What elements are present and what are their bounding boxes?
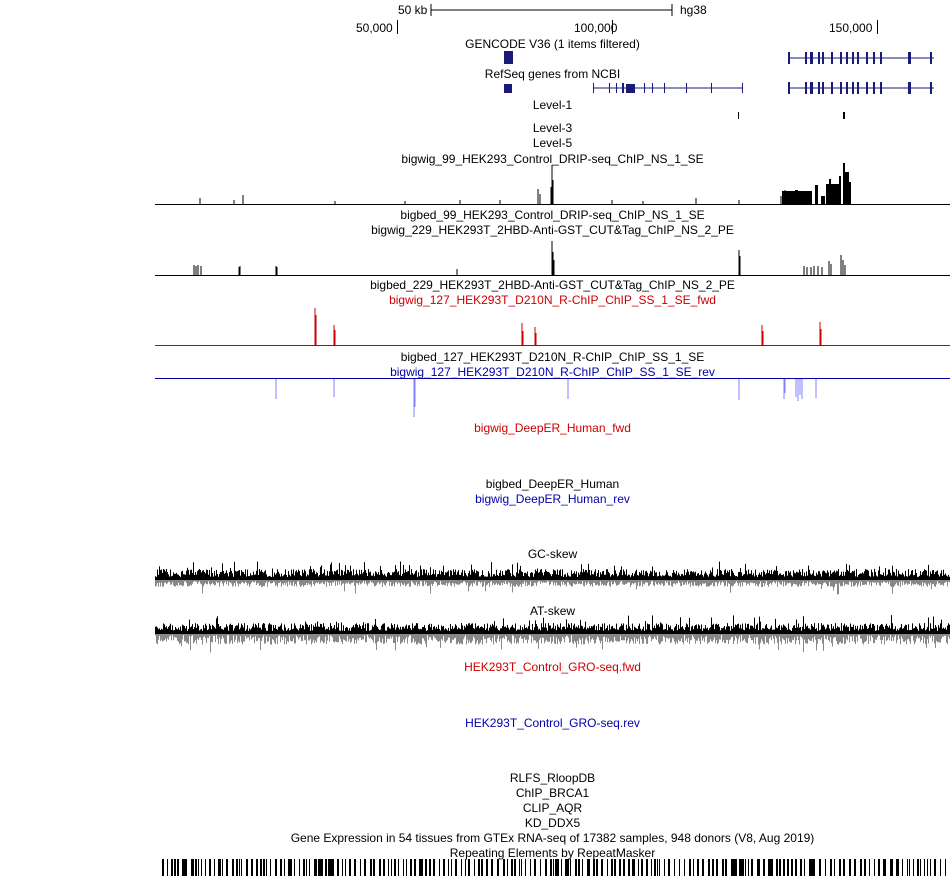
track-label-clip-aqr[interactable]: CLIP_AQR [522, 801, 583, 815]
track-label-refseq[interactable]: RefSeq genes from NCBI [484, 67, 621, 81]
scale-label: 50 kb [398, 3, 428, 17]
track-label-gtex[interactable]: Gene Expression in 54 tissues from GTEx … [290, 831, 815, 845]
bigwig-127-fwd-signal [155, 308, 950, 346]
scale-bar [430, 4, 673, 16]
track-label-bigwig-229[interactable]: bigwig_229_HEK293T_2HBD-Anti-GST_CUT&Tag… [371, 223, 734, 237]
track-label-deeper-fwd[interactable]: bigwig_DeepER_Human_fwd [474, 421, 631, 435]
track-label-chip-brca1[interactable]: ChIP_BRCA1 [515, 786, 590, 800]
track-label-gc-skew[interactable]: GC-skew [527, 547, 578, 561]
track-label-bigwig-99[interactable]: bigwig_99_HEK293_Control_DRIP-seq_ChIP_N… [401, 152, 704, 166]
track-label-level3[interactable]: Level-3 [532, 121, 573, 135]
track-label-bigbed-99[interactable]: bigbed_99_HEK293_Control_DRIP-seq_ChIP_N… [400, 208, 705, 222]
track-label-deeper-rev[interactable]: bigwig_DeepER_Human_rev [475, 492, 630, 506]
track-label-level1[interactable]: Level-1 [532, 98, 573, 112]
track-label-kd-ddx5[interactable]: KD_DDX5 [524, 816, 581, 830]
track-label-bigbed-127[interactable]: bigbed_127_HEK293T_D210N_R-ChIP_ChIP_SS_… [400, 350, 705, 364]
track-label-deeper-bed[interactable]: bigbed_DeepER_Human [485, 477, 620, 491]
track-label-bigwig-127-fwd[interactable]: bigwig_127_HEK293T_D210N_R-ChIP_ChIP_SS_… [389, 293, 716, 307]
ruler-tick-label: 100,000 [574, 21, 618, 35]
repeatmasker-features [162, 859, 946, 876]
bigwig-127-rev-signal [155, 378, 950, 417]
track-label-gencode[interactable]: GENCODE V36 (1 items filtered) [465, 37, 640, 51]
ruler-ticks [397, 20, 878, 34]
level1-features [738, 112, 845, 119]
track-label-level5[interactable]: Level-5 [532, 136, 573, 150]
track-label-rlfs[interactable]: RLFS_RloopDB [509, 771, 596, 785]
track-label-bigwig-127-rev[interactable]: bigwig_127_HEK293T_D210N_R-ChIP_ChIP_SS_… [390, 365, 715, 379]
bigwig-229-signal [155, 241, 950, 276]
ruler-tick-label: 150,000 [829, 21, 873, 35]
at-skew-signal [155, 615, 950, 653]
genome-label: hg38 [680, 3, 707, 17]
track-label-at-skew[interactable]: AT-skew [529, 604, 576, 618]
track-label-gro-rev[interactable]: HEK293T_Control_GRO-seq.rev [465, 716, 640, 730]
gencode-genes[interactable] [0, 50, 950, 66]
track-label-gro-fwd[interactable]: HEK293T_Control_GRO-seq.fwd [464, 660, 641, 674]
track-label-bigbed-229[interactable]: bigbed_229_HEK293T_2HBD-Anti-GST_CUT&Tag… [370, 278, 735, 292]
bigwig-99-signal [155, 163, 950, 205]
track-label-repeatmasker[interactable]: Repeating Elements by RepeatMasker [449, 846, 656, 860]
ruler-tick-label: 50,000 [356, 21, 393, 35]
gc-skew-signal [155, 561, 950, 595]
refseq-genes[interactable] [0, 80, 950, 96]
